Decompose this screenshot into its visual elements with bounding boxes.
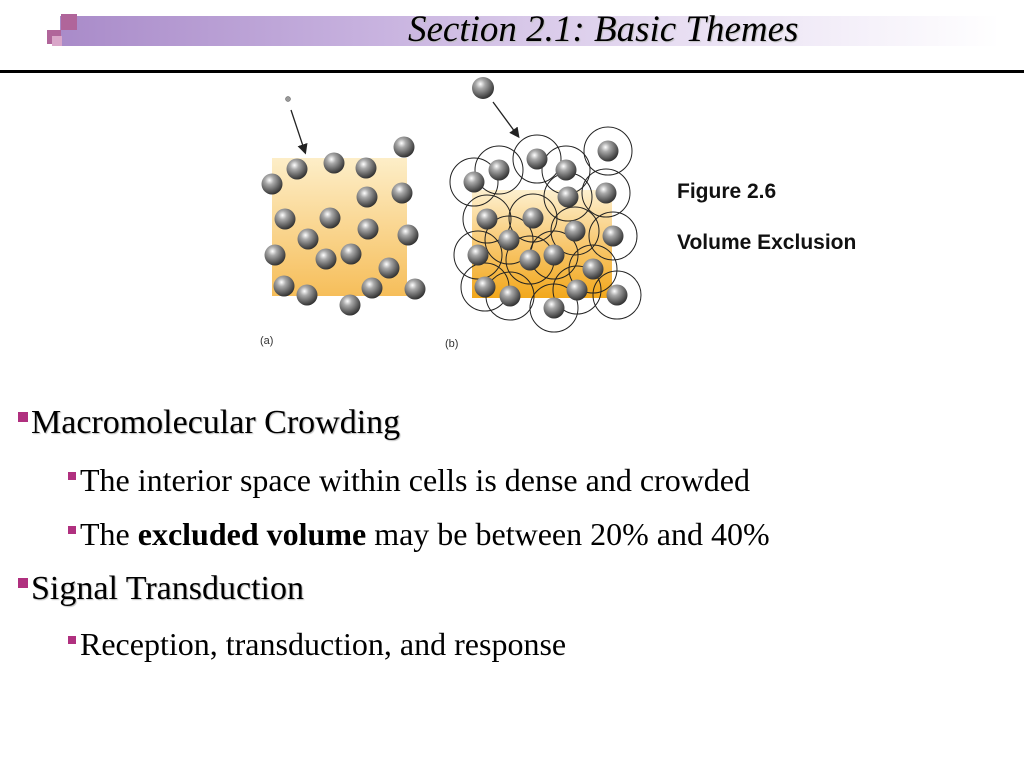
particle [463, 171, 485, 193]
exclusion-ring [512, 134, 562, 184]
particle [519, 249, 541, 271]
bullet-macromolecular-crowding: Macromolecular Crowding [18, 404, 400, 442]
panel-b-particles [463, 140, 628, 319]
particle [566, 279, 588, 301]
particle [488, 159, 510, 181]
header-gradient-band [60, 16, 1000, 46]
decorative-square [61, 14, 77, 30]
arrow-b [492, 101, 520, 139]
exclusion-ring [474, 145, 524, 195]
exclusion-ring [583, 126, 633, 176]
panel-b-label: (b) [445, 338, 458, 350]
panel-a-label: (a) [260, 335, 273, 347]
particle [315, 248, 337, 270]
particle [602, 225, 624, 247]
particle [543, 244, 565, 266]
excluded-volume-term: excluded volume [137, 516, 367, 552]
exclusion-ring [453, 230, 503, 280]
sub-bullet-excluded-volume: The excluded volume may be between 20% a… [68, 516, 770, 553]
large-probe-b [472, 77, 494, 99]
particle [361, 277, 383, 299]
particle [526, 148, 548, 170]
particle [391, 182, 413, 204]
exclusion-ring [588, 211, 638, 261]
arrow-a [290, 109, 308, 155]
bullet-marker-icon [68, 525, 76, 534]
particle [595, 182, 617, 204]
exclusion-ring [529, 283, 579, 333]
sub-bullet-reception: Reception, transduction, and response [68, 626, 566, 663]
panel-b-exclusion-rings [449, 126, 642, 333]
particle [323, 152, 345, 174]
exclusion-ring [462, 194, 512, 244]
small-probe-a [285, 96, 291, 102]
particle [597, 140, 619, 162]
particle [555, 159, 577, 181]
particle [393, 136, 415, 158]
figure-caption: Volume Exclusion [677, 231, 857, 254]
particle [499, 285, 521, 307]
particle [474, 276, 496, 298]
particle [476, 208, 498, 230]
panel-b-box [472, 190, 612, 298]
particle [319, 207, 341, 229]
particle [273, 275, 295, 297]
particle [467, 244, 489, 266]
slide-title: Section 2.1: Basic Themes [408, 9, 799, 50]
particle [606, 284, 628, 306]
volume-exclusion-figure: (a) (b) [260, 77, 642, 350]
bullet-marker-icon [68, 635, 76, 644]
particle [522, 207, 544, 229]
exclusion-ring [484, 215, 534, 265]
exclusion-ring [592, 270, 642, 320]
particle [498, 229, 520, 251]
particle [297, 228, 319, 250]
bullet-marker-icon [18, 412, 28, 423]
particle [339, 294, 361, 316]
bullet-marker-icon [18, 578, 28, 589]
exclusion-ring [581, 168, 631, 218]
decorative-square [52, 36, 62, 46]
particle [296, 284, 318, 306]
particle [340, 243, 362, 265]
particle [582, 258, 604, 280]
title-divider [0, 70, 1024, 73]
particle [356, 186, 378, 208]
particle [564, 220, 586, 242]
figure-number: Figure 2.6 [677, 180, 777, 203]
bullet-signal-transduction: Signal Transduction [18, 570, 304, 608]
particle [543, 297, 565, 319]
particle [286, 158, 308, 180]
particle [397, 224, 419, 246]
particle [557, 186, 579, 208]
particle [378, 257, 400, 279]
bullet-marker-icon [68, 471, 76, 480]
particle [357, 218, 379, 240]
particle [264, 244, 286, 266]
exclusion-ring [449, 157, 499, 207]
sub-bullet-interior-space: The interior space within cells is dense… [68, 462, 750, 499]
particle [261, 173, 283, 195]
panel-a-particles [261, 136, 426, 316]
particle [274, 208, 296, 230]
particle [404, 278, 426, 300]
particle [355, 157, 377, 179]
